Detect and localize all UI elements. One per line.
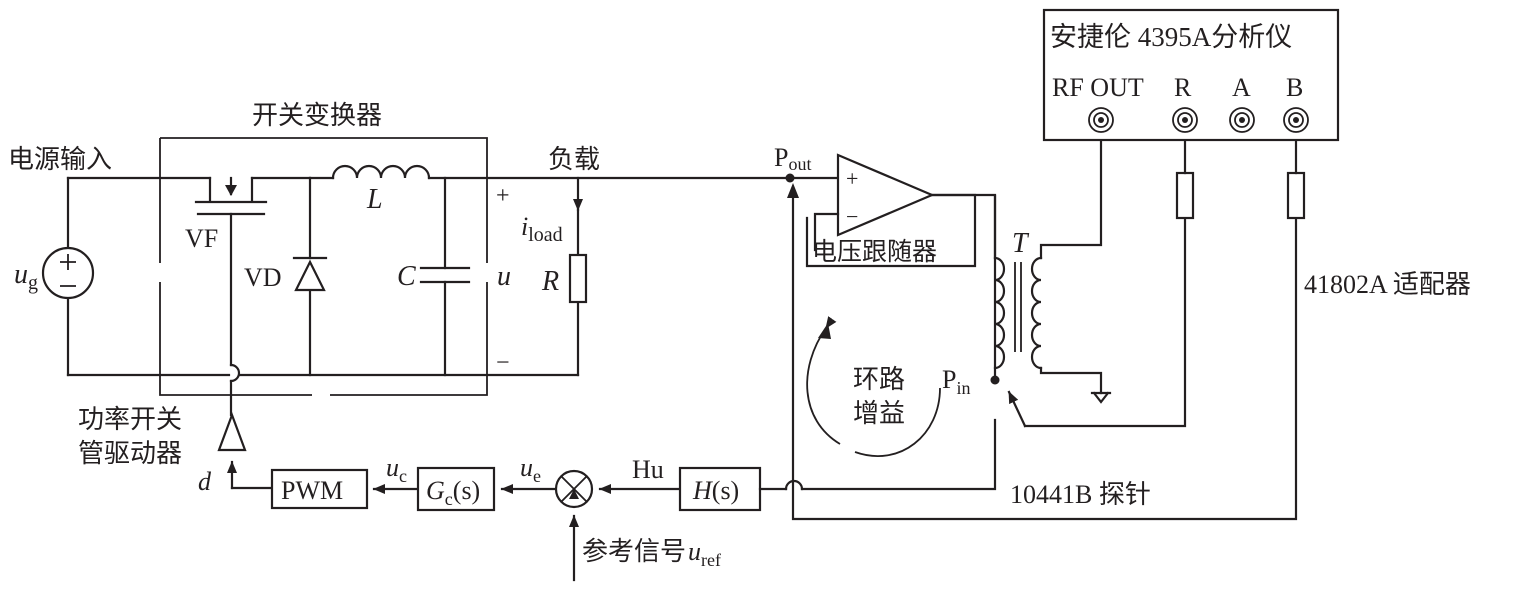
adapter-label: 41802A 适配器 xyxy=(1304,270,1471,299)
transformer-label: T xyxy=(1012,228,1030,259)
summing-junction xyxy=(554,469,594,509)
transformer-t xyxy=(993,138,1112,404)
load-label: 负载 xyxy=(548,145,600,175)
opamp-plus: + xyxy=(846,166,858,191)
hu-label: Hu xyxy=(632,455,664,484)
switch-converter-label: 开关变换器 xyxy=(252,101,382,131)
load-resistor-label: R xyxy=(541,266,559,297)
vd-label: VD xyxy=(244,263,282,292)
capacitor-label: C xyxy=(397,261,416,292)
plus-sign: + xyxy=(496,183,510,209)
h-label: H(s) xyxy=(692,476,739,505)
diode-vd xyxy=(292,176,328,377)
follower-label: 电压跟随器 xyxy=(812,237,937,266)
voltage-source-ug xyxy=(41,246,95,300)
vf-label: VF xyxy=(185,224,218,253)
d-label: d xyxy=(198,467,212,496)
uref-label: uref xyxy=(688,537,721,570)
mosfet-vf xyxy=(194,176,312,367)
h-block xyxy=(678,466,762,512)
load-resistor xyxy=(568,176,588,377)
converter-box xyxy=(159,137,488,396)
minus-sign: − xyxy=(496,350,510,376)
probe-label: 10441B 探针 xyxy=(1010,480,1151,509)
port-b: B xyxy=(1286,73,1303,102)
power-stage xyxy=(41,137,792,417)
inductor-l xyxy=(308,164,792,180)
inductor-label: L xyxy=(366,184,383,215)
gc-block xyxy=(416,466,496,512)
reference-label: 参考信号 xyxy=(582,537,686,567)
port-rf-out: RF OUT xyxy=(1052,73,1144,102)
port-a: A xyxy=(1232,73,1251,102)
driver-label-1: 功率开关 xyxy=(78,405,182,435)
capacitor-c xyxy=(419,176,471,377)
pwm-label: PWM xyxy=(281,476,343,505)
uc-label: uc xyxy=(386,453,407,486)
gc-label: Gc(s) xyxy=(426,476,480,509)
pwm-block xyxy=(270,468,369,510)
port-r: R xyxy=(1174,73,1192,102)
i-load-label: iload xyxy=(521,212,563,246)
opamp-minus: − xyxy=(846,204,858,229)
ue-label: ue xyxy=(520,453,541,486)
op-amp xyxy=(836,153,935,237)
measurement xyxy=(785,8,1340,521)
power-input-label: 电源输入 xyxy=(8,145,112,175)
loop-gain-label-2: 增益 xyxy=(853,399,905,429)
output-voltage-label: u xyxy=(497,261,511,292)
bnc-ports xyxy=(1088,107,1309,133)
pout-label: Pout xyxy=(774,143,811,174)
driver-triangle xyxy=(217,411,247,452)
driver-label-2: 管驱动器 xyxy=(78,439,182,469)
pin-label: Pin xyxy=(942,365,970,398)
loop-gain-label-1: 环路 xyxy=(853,365,905,395)
ug-label: ug xyxy=(14,259,38,294)
analyzer-title: 安捷伦 4395A分析仪 xyxy=(1050,22,1292,52)
